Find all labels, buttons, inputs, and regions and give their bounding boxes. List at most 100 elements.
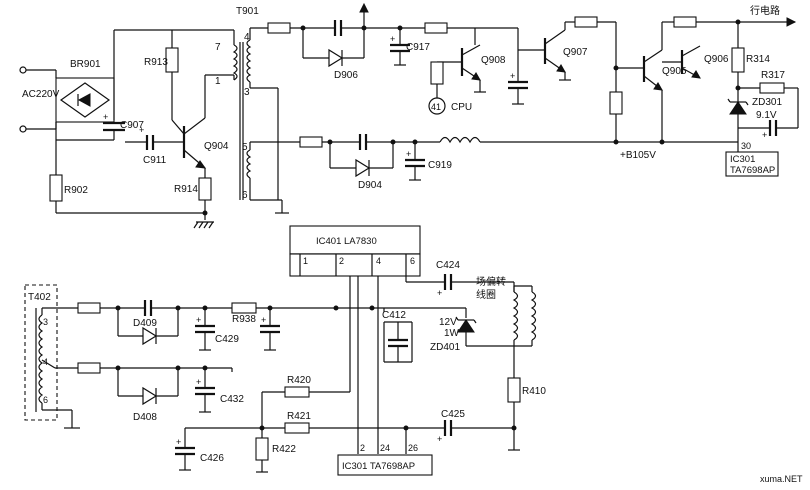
- label-d906: D906: [334, 70, 358, 81]
- label-t901-pin5: 5: [242, 142, 248, 153]
- label-ic401-p2: 2: [339, 256, 344, 266]
- bridge-rectifier-br901: [55, 77, 115, 123]
- label-ic301-pin30: 30: [741, 141, 751, 151]
- ic401-pin-row: [289, 253, 421, 277]
- resistor-q907-collector: [574, 16, 598, 28]
- t901-secondary-coil-2: [246, 149, 252, 179]
- transistor-q907: [543, 29, 566, 73]
- label-c429: C429: [215, 334, 239, 345]
- label-ic401: IC401 LA7830: [316, 236, 377, 247]
- label-r938: R938: [232, 314, 256, 325]
- label-t901-pin4: 4: [244, 32, 250, 43]
- diode-d906: [328, 48, 344, 68]
- label-c424: C424: [436, 260, 460, 271]
- label-q905: Q905: [662, 66, 687, 77]
- label-t901: T901: [236, 6, 259, 17]
- label-cpu: CPU: [451, 102, 472, 113]
- svg-text:+: +: [261, 315, 266, 325]
- resistor-r420: [284, 386, 310, 398]
- label-c432: C432: [220, 394, 244, 405]
- label-r913: R913: [144, 57, 168, 68]
- label-ac220v: AC220V: [22, 89, 60, 100]
- label-t901-pin3: 3: [244, 87, 250, 98]
- label-zd401: ZD401: [430, 342, 460, 353]
- label-yoke-2: 线圈: [476, 288, 496, 301]
- transistor-q905: [642, 49, 663, 91]
- svg-text:+: +: [196, 315, 201, 325]
- label-zd401-v: 12V: [439, 317, 457, 328]
- resistor-q908-feed: [424, 22, 448, 34]
- ac-terminal-bottom: [19, 125, 27, 133]
- resistor-r314: [731, 47, 745, 73]
- svg-text:+: +: [196, 377, 201, 387]
- resistor-r317: [759, 82, 785, 94]
- label-ic401-p1: 1: [303, 256, 308, 266]
- capacitor-c911: [125, 135, 184, 150]
- yoke-coil-right: [530, 291, 537, 341]
- svg-text:+: +: [139, 125, 144, 135]
- label-c919: C919: [428, 160, 452, 171]
- label-d409: D409: [133, 318, 157, 329]
- label-r410: R410: [522, 386, 546, 397]
- label-ic301-p26: 26: [408, 443, 418, 453]
- ac-terminal-top: [19, 66, 27, 74]
- t901-secondary-coil-1: [246, 39, 252, 83]
- diode-d408: [142, 386, 158, 406]
- label-ic301-p24: 24: [380, 443, 390, 453]
- diode-d409: [142, 326, 158, 346]
- resistor-r410: [507, 377, 521, 403]
- label-r422: R422: [272, 444, 296, 455]
- label-pin41: 41: [431, 102, 441, 112]
- svg-text:+: +: [437, 434, 442, 444]
- resistor-q906-feed: [673, 16, 697, 28]
- watermark-text: xuma.NET: [760, 474, 803, 484]
- svg-text:+: +: [406, 149, 411, 159]
- label-c907: C907: [120, 120, 144, 131]
- transistor-q908: [460, 44, 481, 81]
- resistor-top-rail: [267, 22, 291, 34]
- label-r420: R420: [287, 375, 311, 386]
- label-c426: C426: [200, 453, 224, 464]
- resistor-r914: [198, 177, 212, 201]
- inductor-filter: [439, 136, 481, 144]
- label-t402-p3: 3: [43, 317, 48, 327]
- svg-text:+: +: [762, 130, 767, 140]
- label-r421: R421: [287, 411, 311, 422]
- label-t402-p6: 6: [43, 395, 48, 405]
- label-ic301-bot: IC301 TA7698AP: [342, 461, 415, 472]
- label-yoke-1: 场偏转: [476, 275, 506, 288]
- svg-text:+: +: [390, 34, 395, 44]
- svg-text:+: +: [176, 437, 181, 447]
- label-d904: D904: [358, 180, 382, 191]
- label-zd401-w: 1W: [444, 328, 460, 339]
- resistor-r902: [49, 174, 63, 202]
- resistor-q908-base: [430, 61, 444, 85]
- label-ic301-top: IC301: [730, 154, 755, 165]
- label-c412: C412: [382, 310, 406, 321]
- ground-symbol-1: [193, 221, 214, 229]
- label-r314: R314: [746, 54, 770, 65]
- label-t901-pin1: 1: [215, 76, 221, 87]
- label-c917: C917: [406, 42, 430, 53]
- t402-winding: [38, 314, 44, 404]
- label-zd301-v: 9.1V: [756, 110, 777, 121]
- label-zd301: ZD301: [752, 97, 782, 108]
- label-r317: R317: [761, 70, 785, 81]
- svg-text:+: +: [437, 288, 442, 298]
- ic301-top-block: [725, 151, 779, 177]
- label-c911: C911: [143, 155, 167, 166]
- label-ic401-p4: 4: [376, 256, 381, 266]
- label-br901: BR901: [70, 59, 101, 70]
- diode-d904: [355, 158, 371, 178]
- t402-dashed-enclosure: [24, 284, 58, 421]
- ic301-bottom-block: [337, 454, 433, 476]
- resistor-r422: [255, 437, 269, 461]
- transistor-q904: [182, 117, 207, 169]
- label-b105v: +B105V: [620, 150, 656, 161]
- svg-text:+: +: [510, 71, 515, 81]
- label-ic301-top-part: TA7698AP: [730, 165, 775, 176]
- label-c425: C425: [441, 409, 465, 420]
- label-t901-pin6: 6: [242, 190, 248, 201]
- label-q904: Q904: [204, 141, 229, 152]
